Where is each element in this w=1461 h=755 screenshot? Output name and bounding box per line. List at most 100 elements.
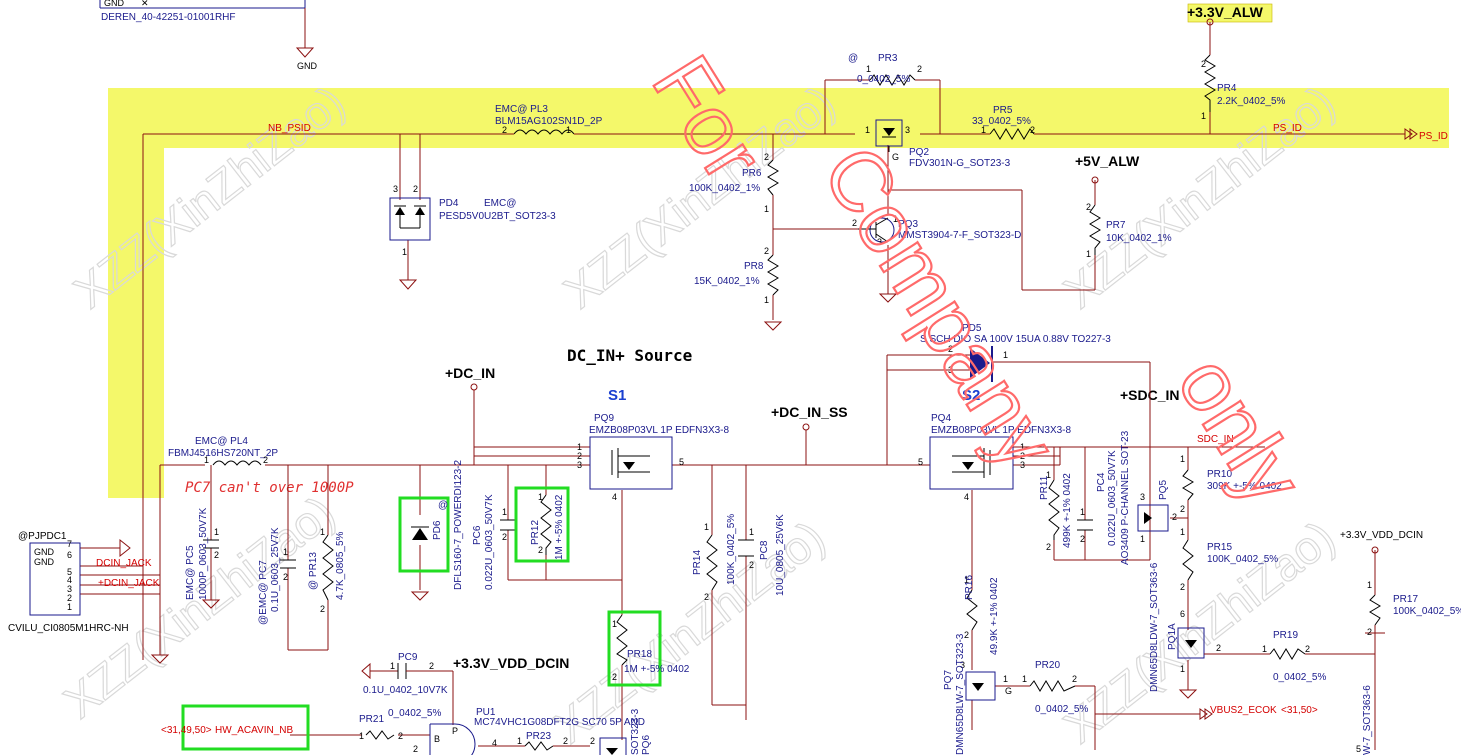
highlight-band-horizontal (108, 88, 1449, 148)
svg-text:1: 1 (1180, 454, 1185, 464)
pr7-value: 10K_0402_1% (1106, 233, 1172, 244)
gnd-symbol-jack-bottom (150, 654, 170, 664)
svg-text:1: 1 (612, 619, 617, 629)
resistor-pr23 (524, 741, 554, 751)
pl3-value: BLM15AG102SN1D_2P (495, 116, 603, 127)
svg-text:2: 2 (764, 246, 769, 256)
svg-text:1: 1 (1003, 674, 1008, 684)
svg-text:2: 2 (1216, 643, 1221, 653)
svg-text:2: 2 (590, 736, 595, 746)
svg-text:2: 2 (1020, 451, 1025, 461)
pr5-value: 33_0402_5% (972, 116, 1031, 127)
svg-text:2: 2 (577, 451, 582, 461)
pr12-ref: PR12 (530, 520, 541, 545)
highlight-hw-acavin (181, 704, 310, 751)
svg-text:2: 2 (413, 744, 418, 754)
pl3-ref: EMC@ PL3 (495, 104, 548, 115)
and-gate-pu1 (430, 723, 476, 755)
rail-3v3-vdd-dcin-small: +3.3V_VDD_DCIN (1340, 530, 1423, 541)
svg-text:1: 1 (517, 736, 522, 746)
svg-text:2: 2 (1080, 534, 1085, 544)
highlight-bands (108, 3, 1449, 498)
pr6-ref: PR6 (742, 168, 762, 179)
resistor-pr18 (616, 614, 628, 666)
pr18-value: 1M +-5% 0402 (624, 664, 690, 675)
pc4-ref: PC4 (1096, 472, 1107, 492)
pr10-value: 309K +-5% 0402 (1207, 481, 1282, 492)
svg-text:B: B (434, 734, 440, 744)
pr19-value: 0_0402_5% (1273, 672, 1326, 683)
diode-pd6 (412, 528, 428, 540)
resistor-pr18-group: 1 2 PR18 1M +-5% 0402 (607, 610, 690, 687)
pc4-value: 0.022U_0603_50V7K (1107, 450, 1118, 546)
svg-text:@: @ (848, 53, 858, 64)
svg-text:2: 2 (704, 592, 709, 602)
resistor-pr12 (540, 494, 552, 555)
pc7-value: 0.1U_0603_25V7K (270, 527, 281, 612)
svg-text:2: 2 (1180, 582, 1185, 592)
pq3-value: MMST3904-7-F_SOT323-D (898, 230, 1021, 241)
resistor-pr5 (989, 128, 1035, 140)
pr11-value: 499K +-1% 0402 (1062, 473, 1073, 548)
port-ps-id: PS_ID (1419, 131, 1448, 142)
pr14-value: 100K_0402_5% (726, 514, 737, 585)
svg-text:1: 1 (1003, 350, 1008, 360)
pr21-ref: PR21 (359, 714, 384, 725)
pd5-ref: PD5 (962, 323, 982, 334)
watermark-red-only: only (1160, 340, 1321, 521)
gnd-symbol-pd4 (398, 279, 418, 290)
pc5-value: 1000P_0603_50V7K (198, 507, 209, 600)
tvs-diode-pd4 (389, 197, 431, 241)
mosfet-pq5 (1137, 504, 1169, 532)
svg-text:2: 2 (1030, 125, 1035, 135)
pl4-ref: EMC@ PL4 (195, 436, 248, 447)
svg-text:1: 1 (704, 522, 709, 532)
inductor-pl4-group: EMC@ PL4 FBMJ4516HS720NT_2P 1 2 (168, 436, 278, 466)
pr7-ref: PR7 (1106, 220, 1126, 231)
svg-text:2: 2 (563, 736, 568, 746)
vbus-network: 1 2 PR16 49.9K +-1% 0402 3 1 G PQ7 DMN65… (943, 575, 1318, 755)
svg-text:1: 1 (320, 527, 325, 537)
bjt-pq3 (869, 217, 895, 243)
resistor-pr10 (1182, 469, 1194, 501)
svg-text:1: 1 (1020, 442, 1025, 452)
svg-text:5: 5 (1356, 744, 1361, 754)
svg-text:EMC@: EMC@ (484, 198, 516, 209)
svg-text:4: 4 (492, 738, 497, 748)
pq6-value: SOT323-3 (630, 708, 641, 755)
pq9-gate-network: 1 2 PC6 0.022U_0603_50V7K 1 2 PR12 1M +-… (472, 486, 570, 590)
svg-text:2: 2 (429, 661, 434, 671)
svg-text:6: 6 (1180, 609, 1185, 619)
svg-text:4: 4 (964, 492, 969, 502)
net-plus-dcin-jack: +DCIN_JACK (98, 578, 160, 589)
pq7-ref: PQ7 (943, 670, 954, 690)
svg-text:@: @ (438, 500, 448, 511)
gnd-symbol-jack (119, 538, 131, 558)
svg-text:4: 4 (612, 492, 617, 502)
label-s2: S2 (962, 387, 980, 404)
svg-text:2: 2 (502, 532, 507, 542)
resistor-pr3 (869, 74, 916, 86)
svg-text:3: 3 (67, 584, 72, 594)
pr3-ref: PR3 (878, 53, 898, 64)
watermark-gray-6: XZZ(XinZhiZao) (1054, 510, 1344, 752)
resistor-pr13 (322, 534, 334, 601)
svg-text:1: 1 (1046, 470, 1051, 480)
pr15-ref: PR15 (1207, 542, 1232, 553)
mosfet-pq9 (589, 436, 673, 490)
svg-text:1: 1 (577, 442, 582, 452)
pc6-value: 0.022U_0603_50V7K (484, 494, 495, 590)
svg-text:1: 1 (1262, 644, 1267, 654)
highlight-pr12 (514, 486, 570, 563)
rail-dc-in-ss: +DC_IN_SS (771, 404, 848, 420)
svg-text:1: 1 (1367, 580, 1372, 590)
rail-labels: +3.3V_ALW +5V_ALW +DC_IN +DC_IN_SS +SDC_… (185, 4, 1423, 671)
pr17-value: 100K_0402_5% (1393, 606, 1461, 617)
resistor-pr17 (1369, 594, 1381, 626)
pr5-ref: PR5 (993, 105, 1013, 116)
pq3-ref: PQ3 (898, 219, 918, 230)
pr10-ref: PR10 (1207, 469, 1232, 480)
mosfet-pq1a (1177, 627, 1205, 659)
svg-text:1: 1 (1180, 664, 1185, 674)
net-nb-psid: NB_PSID (268, 123, 311, 134)
